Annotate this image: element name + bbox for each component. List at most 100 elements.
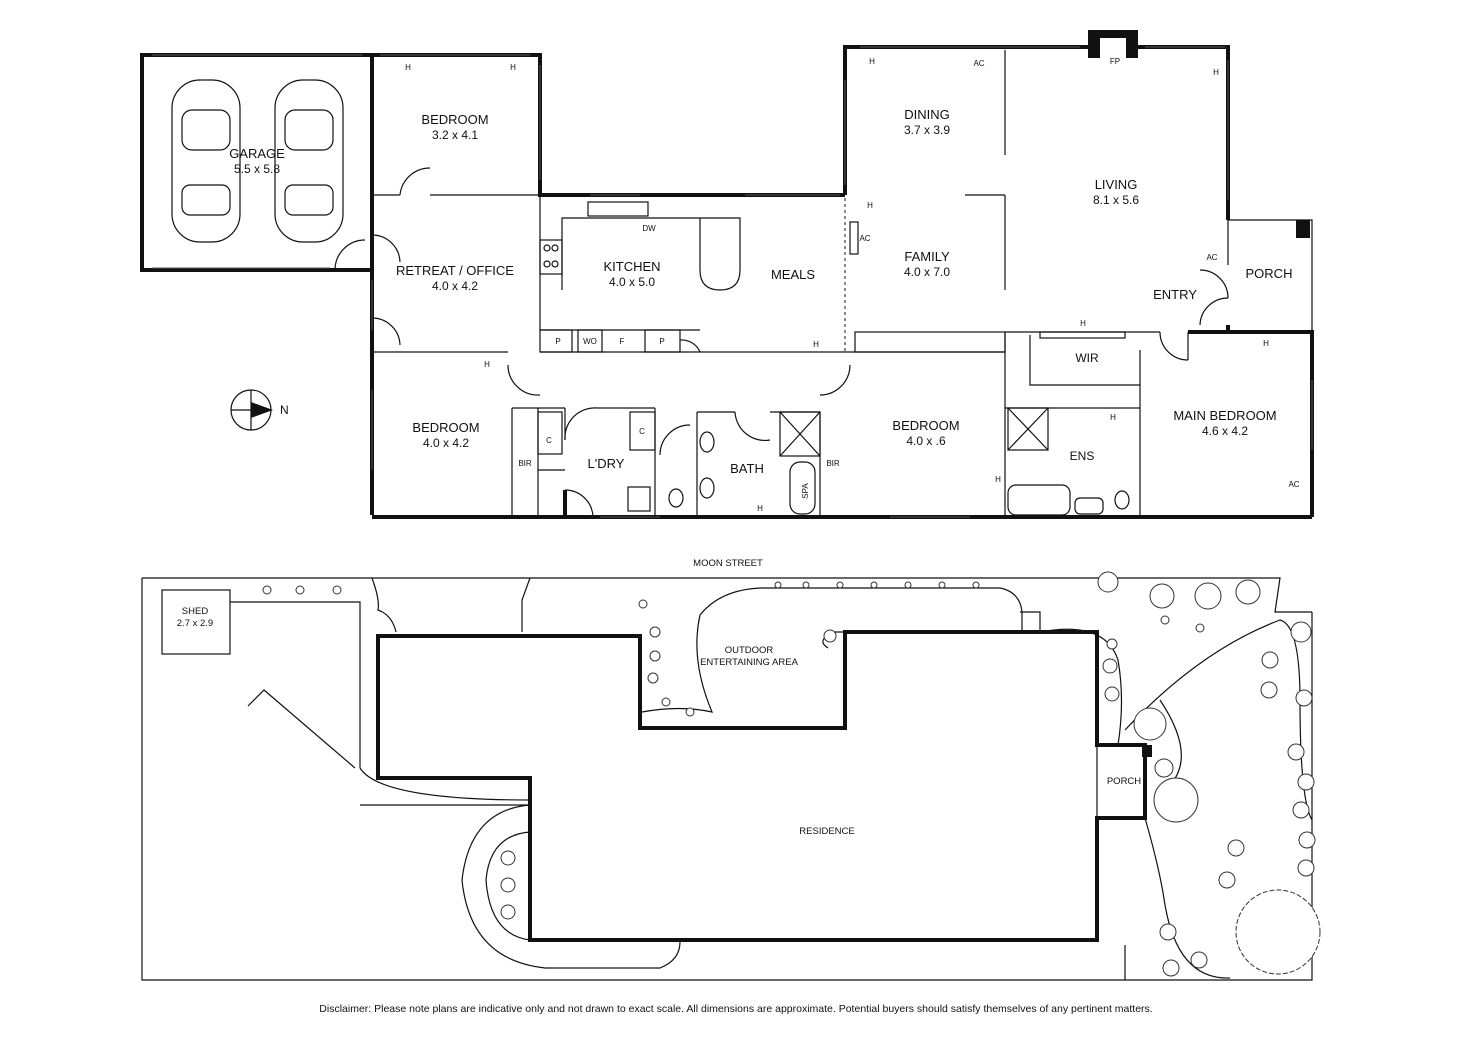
- residence-label: RESIDENCE: [799, 826, 854, 837]
- shrub-icon: [1133, 707, 1167, 741]
- shrub-icon: [647, 672, 659, 684]
- wir-label: WIR: [1075, 351, 1099, 365]
- heater-label: H: [1110, 413, 1116, 422]
- garden-shrubs: [262, 571, 1321, 977]
- tree-icon: [1235, 889, 1321, 975]
- family-label: FAMILY: [904, 249, 950, 264]
- shrub-icon: [685, 707, 695, 717]
- spa-bath: [789, 461, 816, 515]
- shrub-icon: [1227, 839, 1245, 857]
- shrub-icon: [1287, 743, 1305, 761]
- shrub-icon: [823, 629, 837, 643]
- bedroom-top-dim: 3.2 x 4.1: [432, 128, 478, 142]
- ens-label: ENS: [1070, 449, 1095, 463]
- heater-label: H: [757, 504, 763, 513]
- car-icon: [274, 79, 344, 243]
- shrub-icon: [1097, 571, 1119, 593]
- shrub-icon: [295, 585, 305, 595]
- shrub-icon: [1297, 859, 1315, 877]
- pantry-label: P: [555, 337, 560, 346]
- bir-label: BIR: [826, 459, 840, 468]
- heater-label: H: [484, 360, 490, 369]
- shrub-icon: [1160, 615, 1170, 625]
- kitchen-dim: 4.0 x 5.0: [609, 275, 655, 289]
- cupboard-label: C: [546, 436, 552, 445]
- meals-label: MEALS: [771, 267, 815, 282]
- bedroom-left-label: BEDROOM: [412, 420, 479, 435]
- shrub-icon: [1195, 623, 1205, 633]
- shrub-icon: [649, 650, 661, 662]
- wall-oven-label: WO: [583, 337, 597, 346]
- fridge-label: F: [620, 337, 625, 346]
- shrub-icon: [262, 585, 272, 595]
- shrub-icon: [1298, 831, 1316, 849]
- bedroom-mid-label: BEDROOM: [892, 418, 959, 433]
- garage-dim: 5.5 x 5.8: [234, 162, 280, 176]
- bedroom-top-label: BEDROOM: [421, 112, 488, 127]
- heater-label: H: [1213, 68, 1219, 77]
- ac-label: AC: [1206, 253, 1217, 262]
- outdoor-label-1: OUTDOOR: [725, 645, 774, 656]
- shrub-icon: [649, 626, 661, 638]
- car-icon: [171, 79, 241, 243]
- spa-label: SPA: [801, 483, 810, 499]
- heater-label: H: [867, 201, 873, 210]
- laundry-label: L'DRY: [588, 456, 625, 471]
- shrub-icon: [836, 581, 844, 589]
- compass-label: N: [280, 403, 289, 417]
- shed-label: SHED: [182, 606, 209, 617]
- basin-icon: [1074, 497, 1104, 515]
- dishwasher-label: DW: [642, 224, 656, 233]
- living-label: LIVING: [1095, 177, 1138, 192]
- porch-label: PORCH: [1246, 266, 1293, 281]
- shrub-icon: [1235, 579, 1261, 605]
- entry-label: ENTRY: [1153, 287, 1197, 302]
- ac-label: AC: [859, 234, 870, 243]
- bathroom-fittings: [537, 407, 1130, 516]
- shrub-icon: [1162, 959, 1180, 977]
- shrub-icon: [500, 877, 516, 893]
- shrub-icon: [1290, 621, 1312, 643]
- main-bedroom-dim: 4.6 x 4.2: [1202, 424, 1248, 438]
- exterior-walls: [370, 30, 1314, 519]
- shrub-icon: [1261, 651, 1279, 669]
- shrub-icon: [1297, 773, 1315, 791]
- room-labels: GARAGE 5.5 x 5.8 BEDROOM 3.2 x 4.1 RETRE…: [229, 107, 1292, 476]
- street-label: MOON STREET: [693, 558, 763, 569]
- shrub-icon: [1260, 681, 1278, 699]
- shrub-icon: [904, 581, 912, 589]
- cupboard-label: C: [639, 427, 645, 436]
- shrub-icon: [638, 599, 648, 609]
- shrub-icon: [1104, 686, 1120, 702]
- ac-label: AC: [973, 59, 984, 68]
- shrub-icon: [774, 581, 782, 589]
- heater-label: H: [995, 475, 1001, 484]
- fireplace-label: FP: [1110, 57, 1120, 66]
- shed: [161, 589, 231, 655]
- shrub-icon: [938, 581, 946, 589]
- shrub-icon: [1149, 583, 1175, 609]
- heater-label: H: [1080, 319, 1086, 328]
- heater-label: H: [869, 57, 875, 66]
- retreat-dim: 4.0 x 4.2: [432, 279, 478, 293]
- shrub-icon: [802, 581, 810, 589]
- dining-label: DINING: [904, 107, 950, 122]
- dining-dim: 3.7 x 3.9: [904, 123, 950, 137]
- site-porch-label: PORCH: [1107, 776, 1141, 787]
- residence-footprint: [376, 630, 1147, 942]
- shrub-icon: [1102, 658, 1118, 674]
- shrub-icon: [972, 581, 980, 589]
- compass-icon: N: [230, 389, 289, 431]
- shrub-icon: [870, 581, 878, 589]
- retreat-label: RETREAT / OFFICE: [396, 263, 514, 278]
- shrub-icon: [661, 697, 671, 707]
- shed-dim: 2.7 x 2.9: [177, 618, 213, 629]
- shrub-icon: [500, 850, 516, 866]
- shrub-icon: [1153, 777, 1199, 823]
- shrub-icon: [1292, 801, 1310, 819]
- bedroom-left-dim: 4.0 x 4.2: [423, 436, 469, 450]
- main-bedroom-label: MAIN BEDROOM: [1173, 408, 1276, 423]
- heater-label: H: [405, 63, 411, 72]
- shrub-icon: [1154, 758, 1174, 778]
- heater-label: H: [1263, 339, 1269, 348]
